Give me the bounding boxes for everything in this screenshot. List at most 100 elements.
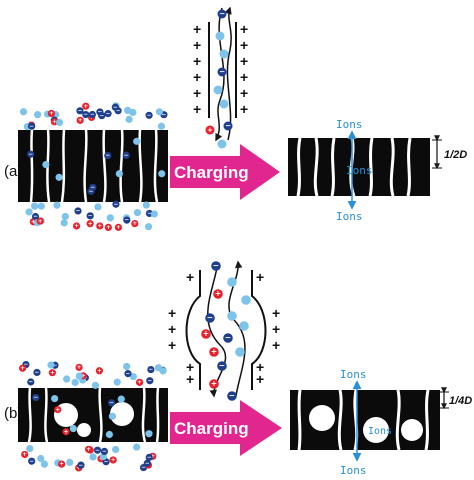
minus-sign-icon: − [35,370,40,376]
panel-a-ions-top-label: Ions [336,118,363,131]
plus-sign-icon: + [137,380,142,386]
minus-sign-icon: − [88,213,93,219]
solvent-molecule-icon [158,170,166,178]
solvent-molecule-icon [25,208,33,216]
surface-charge-icon: + [193,21,201,37]
minus-sign-icon: − [147,211,152,217]
minus-sign-icon: − [124,153,129,159]
minus-sign-icon: − [28,152,33,158]
plus-sign-icon: + [31,219,36,225]
plus-circle-icon [84,445,93,453]
plus-circle-icon [76,116,84,124]
solvent-molecule-icon [51,394,59,403]
solvent-molecule-icon [217,139,227,149]
plus-sign-icon: + [83,104,88,110]
plus-sign-icon: + [207,125,213,134]
minus-circle-icon [146,377,154,385]
solvent-molecule-icon [75,372,83,380]
solvent-molecule-icon [63,375,71,383]
minus-sign-icon: − [141,465,146,471]
solvent-molecule-icon [213,85,223,95]
panel-b-ions-bottom-label: Ions [340,464,367,477]
minus-sign-icon: − [148,367,153,373]
minus-circle-icon [205,313,215,323]
minus-circle-icon [145,453,153,461]
solvent-molecule-icon [123,362,131,371]
minus-circle-icon [32,393,40,402]
minus-sign-icon: − [79,463,84,469]
plus-circle-icon [131,219,139,228]
minus-sign-icon: − [147,113,152,119]
surface-charge-icon: + [168,321,176,337]
minus-circle-icon [27,378,35,386]
plus-circle-icon [209,379,219,389]
surface-charge-icon: + [168,305,176,321]
solvent-molecule-icon [89,453,97,461]
plus-circle-icon [62,428,70,436]
surface-charge-icon: + [272,337,280,353]
minus-circle-icon [104,151,112,160]
panel-b-left-block: +−−+ [18,387,168,443]
solvent-molecule-icon [239,321,249,331]
solvent-molecule-icon [71,378,79,387]
minus-circle-icon [143,459,151,467]
solvent-molecule-icon [115,170,123,178]
panel-b-ions-middle-label: Ions [368,426,392,437]
solvent-molecule-icon [91,381,100,389]
panel-b-charging-arrow: Charging [170,400,282,456]
minus-circle-icon [217,67,227,77]
solvent-molecule-icon [31,202,39,210]
plus-circle-icon [213,289,223,299]
solvent-molecule-icon [37,454,45,463]
plus-sign-icon: + [211,379,217,388]
surface-charge-icon: + [186,371,194,387]
solvent-molecule-icon [133,137,141,145]
minus-sign-icon: − [89,189,94,195]
minus-sign-icon: − [76,209,81,215]
minus-circle-icon [223,333,233,343]
surface-charge-icon: + [186,359,194,375]
solvent-molecule-icon [150,210,158,218]
panel-a-label: (a) [4,163,22,180]
surface-charge-icon: + [193,69,201,85]
solvent-molecule-icon [235,347,245,357]
solvent-molecule-icon [129,372,137,381]
minus-circle-icon [104,110,112,118]
panel-a-charging-label: Charging [174,163,249,182]
solvent-molecule-icon [157,122,165,130]
minus-circle-icon [147,366,155,374]
plus-circle-icon [201,329,211,339]
plus-circle-icon [109,456,117,464]
solvent-molecule-icon [105,430,113,439]
plus-circle-icon [86,220,94,228]
plus-circle-icon [21,450,29,459]
panel-a-charging-arrow: Charging [170,144,280,200]
panel-b-charging-label: Charging [174,419,249,438]
minus-circle-icon [217,361,227,371]
plus-circle-icon [58,460,66,468]
surface-charge-icon: + [256,359,264,375]
solvent-molecule-icon [37,202,45,210]
solvent-molecule-icon [154,364,163,372]
plus-sign-icon: + [59,462,64,468]
plus-sign-icon: + [86,447,91,453]
minus-sign-icon: − [147,455,152,461]
minus-circle-icon [122,151,130,159]
minus-sign-icon: − [161,112,166,118]
surface-charge-icon: + [193,85,201,101]
plus-sign-icon: + [20,366,25,372]
panel-a-scale-label: 1/2D [444,149,467,161]
plus-sign-icon: + [49,111,54,117]
minus-sign-icon: − [53,363,58,369]
solvent-molecule-icon [155,108,164,116]
minus-circle-icon [31,212,40,221]
minus-sign-icon: − [124,218,129,224]
plus-sign-icon: + [88,221,93,227]
plus-sign-icon: + [22,452,27,458]
minus-sign-icon: − [109,400,114,406]
solvent-molecule-icon [40,460,49,468]
minus-circle-icon [100,447,109,456]
plus-circle-icon [82,102,90,110]
solvent-molecule-icon [113,378,121,386]
